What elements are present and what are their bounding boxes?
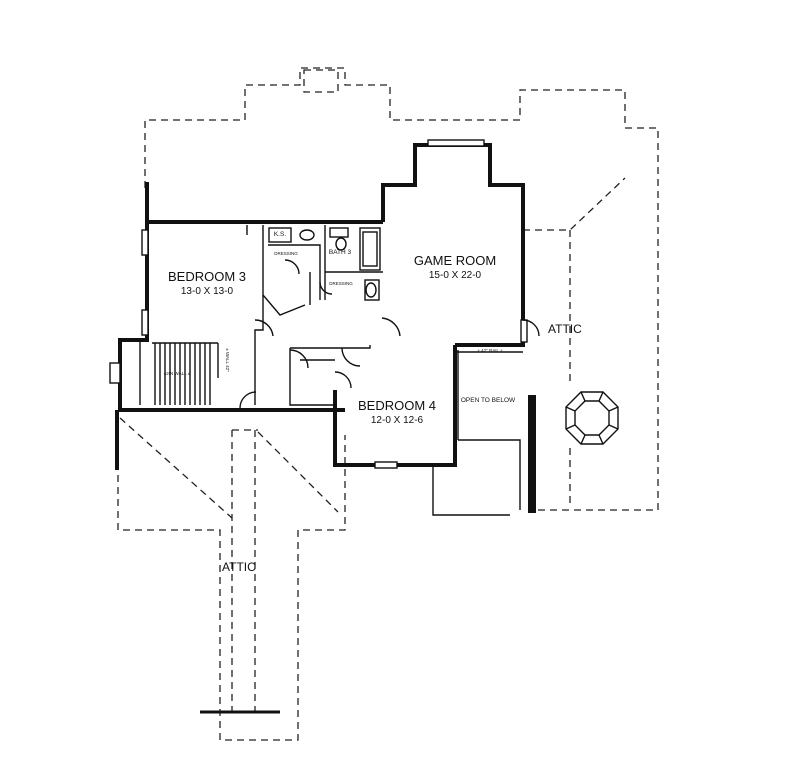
game-room-label: GAME ROOM (414, 253, 496, 268)
rail-label: ± 42" RAIL ± (477, 348, 503, 353)
wall-label-vertical: ± WALL 42" (225, 348, 230, 372)
open-to-below-label: OPEN TO BELOW (461, 397, 516, 404)
stairs (152, 342, 219, 405)
bedroom4-label: BEDROOM 4 (358, 398, 436, 413)
dressing-label-right: DRESSING (329, 281, 353, 286)
game-room-dims: 15-0 X 22-0 (429, 270, 482, 281)
bedroom3-label: BEDROOM 3 (168, 269, 246, 284)
wall-label-horizontal: 42IN WALL ± (164, 371, 191, 376)
bedroom3-dims: 13-0 X 13-0 (181, 286, 234, 297)
dressing-label-left: DRESSING (274, 251, 298, 256)
octagon-roof (565, 391, 619, 445)
attic-label-right: ATTIC (548, 322, 582, 336)
exterior-walls (115, 143, 536, 513)
bath3-label: BATH 3 (329, 249, 352, 256)
ks-label: K.S. (274, 231, 286, 238)
attic-label-bottom: ATTIC (222, 560, 256, 574)
fixtures (109, 139, 540, 714)
roof-outline (117, 67, 659, 741)
bedroom4-dims: 12-0 X 12-6 (371, 415, 424, 426)
